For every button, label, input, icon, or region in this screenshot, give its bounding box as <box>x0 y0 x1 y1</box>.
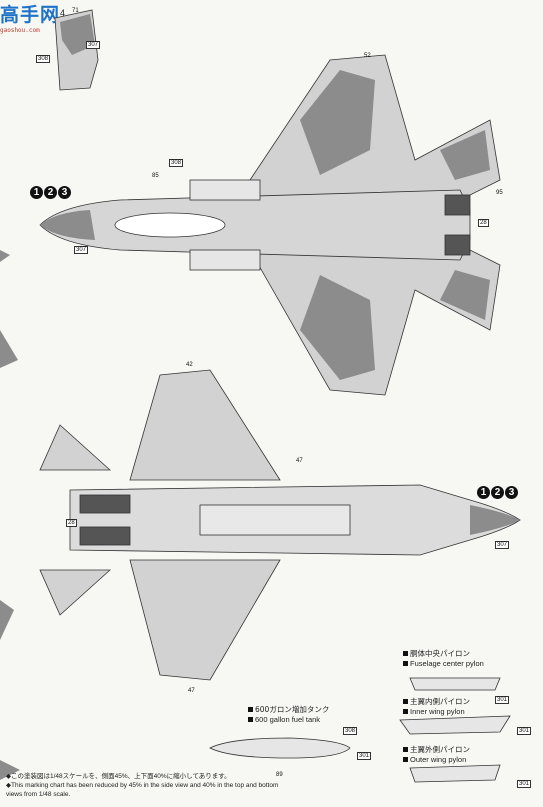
scale-notes: ◆この塗装図は1/48スケールを、側面45%、上下面40%に縮小してあります。 … <box>6 773 279 798</box>
legend-outer-pylon: 主翼外側パイロン Outer wing pylon <box>403 744 470 764</box>
callout-301-tank: 301 <box>357 752 372 760</box>
set-badge-bottom: 1 2 3 <box>477 486 518 499</box>
logo-subtext: gaoshou.com <box>0 27 40 34</box>
callout-47-b: 47 <box>188 688 195 694</box>
legend-fuel-tank: 600ガロン増加タンク 600 gallon fuel tank <box>248 704 329 724</box>
callout-307: 307 <box>86 41 101 49</box>
callout-301-b: 301 <box>517 727 532 735</box>
callout-47: 47 <box>296 458 303 464</box>
site-logo: 高手网 gaoshou.com <box>0 0 78 36</box>
callout-307-c: 307 <box>495 541 510 549</box>
legend-inner-pylon: 主翼内側パイロン Inner wing pylon <box>403 696 470 716</box>
legend-drawings <box>209 677 511 783</box>
callout-89-tank: 89 <box>276 772 283 778</box>
callout-301-a: 301 <box>495 696 510 704</box>
tail-fin-drawing <box>0 9 99 780</box>
top-view-aircraft <box>39 54 501 396</box>
callout-8-b: 28 <box>66 519 77 527</box>
callout-85: 85 <box>152 173 159 179</box>
callout-307-b: 307 <box>74 246 89 254</box>
page-number: 4 <box>60 8 66 18</box>
callout-71: 71 <box>72 8 79 14</box>
callout-301-c: 301 <box>517 780 532 788</box>
callout-52: 52 <box>364 53 371 59</box>
callout-99: 95 <box>496 190 503 196</box>
callout-308-tank: 308 <box>343 727 358 735</box>
bottom-view-aircraft <box>39 369 521 681</box>
callout-308-b: 308 <box>169 159 184 167</box>
set-badge-top: 1 2 3 <box>30 186 71 199</box>
callout-8: 28 <box>478 219 489 227</box>
legend-fuselage-pylon: 胴体中央パイロン Fuselage center pylon <box>403 648 484 668</box>
callout-308: 308 <box>36 55 51 63</box>
logo-text: 高手网 <box>0 4 61 26</box>
callout-42: 42 <box>186 362 193 368</box>
